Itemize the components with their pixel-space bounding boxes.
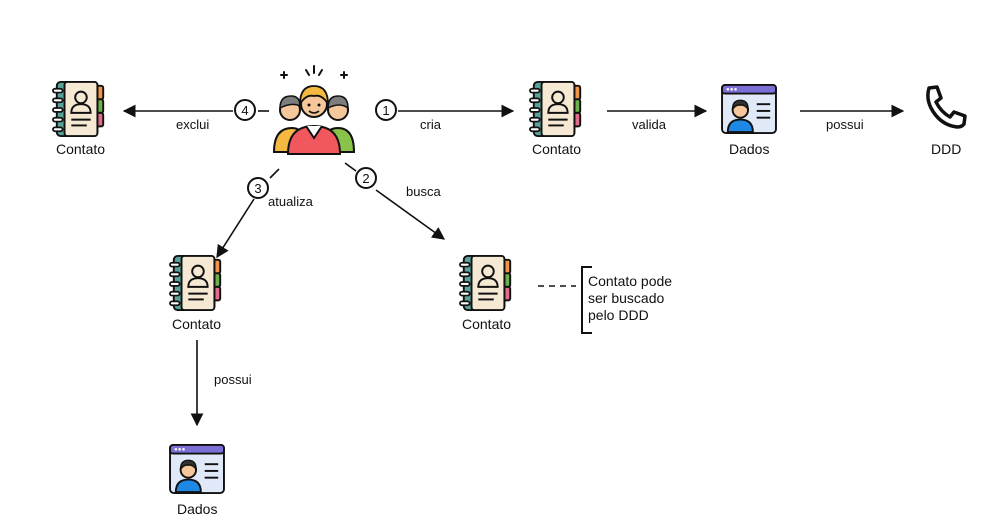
step-marker-1: 1 [375, 99, 397, 121]
edge-label-valida: valida [632, 117, 666, 132]
note-bracket [581, 266, 592, 334]
node-dados-bottom: Dados [177, 501, 218, 517]
node-contato-left: Contato [56, 141, 106, 157]
user-data-card-icon [169, 443, 225, 495]
contact-book-icon [458, 254, 512, 312]
edge-label-atualiza: atualiza [268, 194, 313, 209]
contact-book-icon [51, 80, 105, 138]
edge-label-cria: cria [420, 117, 441, 132]
node-dados-top: Dados [729, 141, 770, 157]
node-contato-busca: Contato [462, 316, 512, 332]
edge-atualiza-tail [269, 168, 280, 179]
contact-book-icon [168, 254, 222, 312]
edge-label-busca: busca [406, 184, 441, 199]
step-marker-4: 4 [234, 99, 256, 121]
phone-icon [926, 85, 967, 129]
node-contato-top: Contato [532, 141, 582, 157]
user-data-card-icon [721, 83, 777, 135]
contact-book-icon [528, 80, 582, 138]
edge-busca-tail [344, 162, 357, 172]
edge-busca [375, 189, 446, 240]
annotation-note: Contato pode ser buscado pelo DDD [588, 273, 673, 323]
step-marker-3: 3 [247, 177, 269, 199]
node-contato-atualiza: Contato [172, 316, 222, 332]
edge-label-possui-top: possui [826, 117, 864, 132]
edge-label-exclui: exclui [176, 117, 210, 132]
edge-atualiza [216, 198, 255, 259]
node-ddd: DDD [931, 141, 962, 157]
users-group-icon [272, 65, 356, 155]
step-marker-2: 2 [355, 167, 377, 189]
edge-label-possui-bottom: possui [214, 372, 252, 387]
